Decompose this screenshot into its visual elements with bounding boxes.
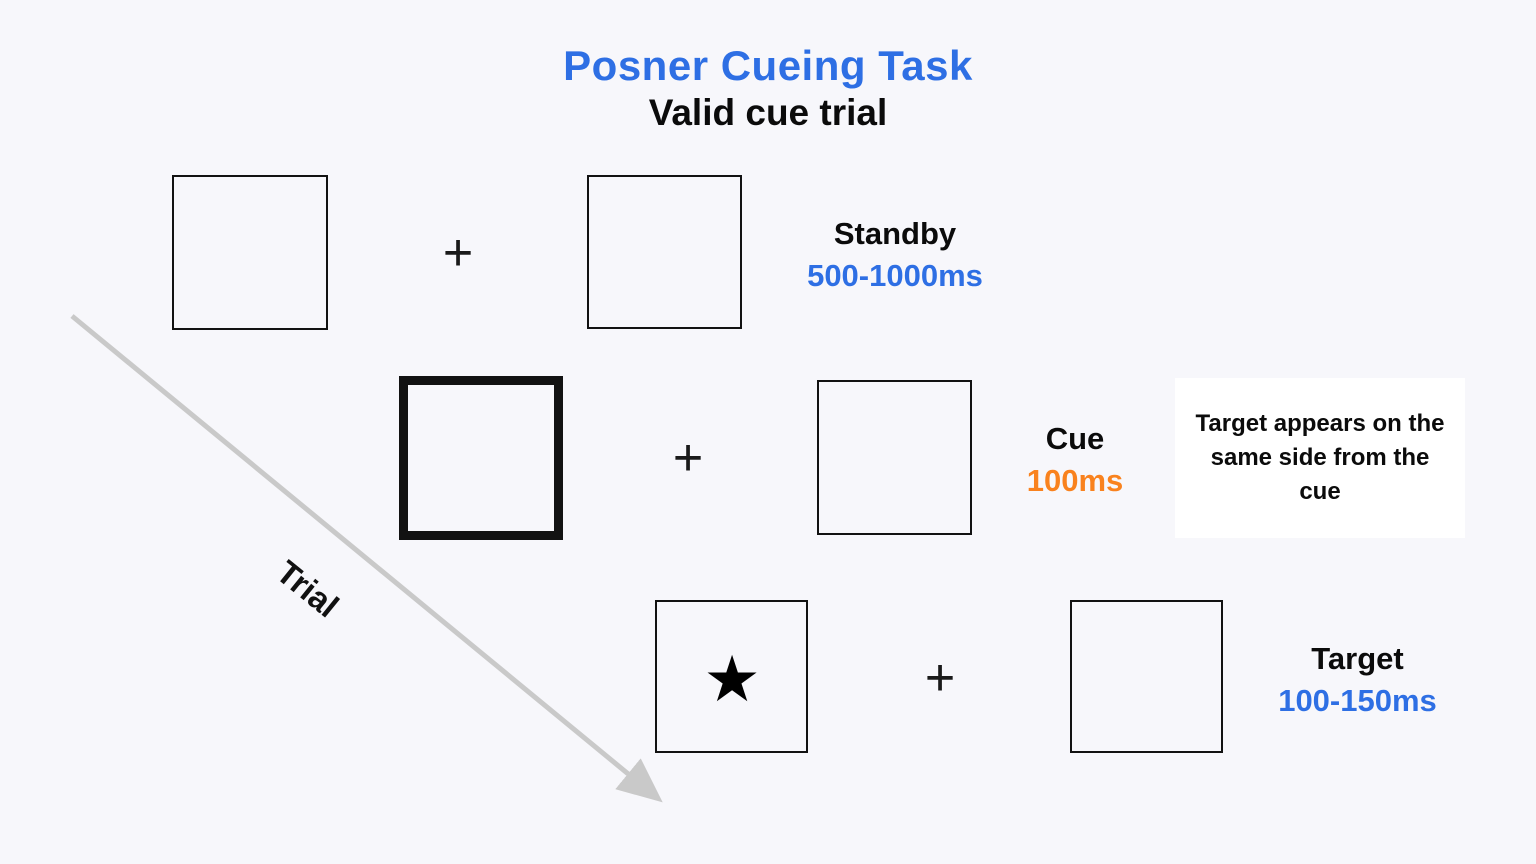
standby-fixation-cross: + bbox=[442, 224, 474, 282]
cue-right-box bbox=[817, 380, 972, 535]
target-right-box bbox=[1070, 600, 1223, 753]
target-left-box bbox=[655, 600, 808, 753]
standby-label-group: Standby 500-1000ms bbox=[760, 216, 1030, 294]
page-title: Posner Cueing Task bbox=[563, 42, 973, 89]
standby-label: Standby bbox=[833, 216, 957, 251]
page-subtitle: Valid cue trial bbox=[648, 92, 888, 133]
target-label-group: Target 100-150ms bbox=[1245, 641, 1470, 719]
cue-left-box-highlighted bbox=[399, 376, 563, 540]
valid-cue-note: Target appears on the same side from the… bbox=[1175, 378, 1465, 538]
target-duration: 100-150ms bbox=[1278, 683, 1437, 718]
cue-duration: 100ms bbox=[1026, 463, 1124, 498]
standby-duration: 500-1000ms bbox=[807, 258, 983, 293]
standby-left-box bbox=[172, 175, 328, 330]
standby-right-box bbox=[587, 175, 742, 329]
trial-arrow-label: Trial bbox=[269, 553, 346, 625]
target-label: Target bbox=[1311, 641, 1404, 676]
target-star-icon: ★ bbox=[703, 643, 761, 715]
target-fixation-cross: + bbox=[924, 649, 956, 707]
cue-label-group: Cue 100ms bbox=[985, 421, 1165, 499]
cue-label: Cue bbox=[1045, 421, 1105, 456]
cue-fixation-cross: + bbox=[672, 429, 704, 487]
